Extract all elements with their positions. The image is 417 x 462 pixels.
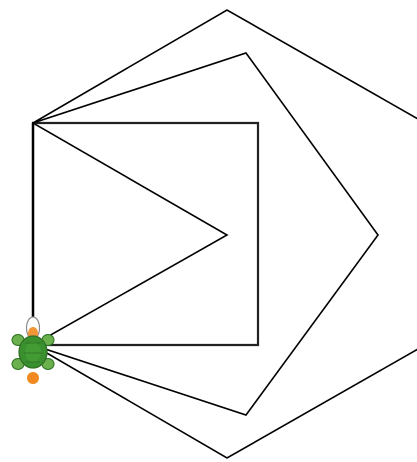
pentagon-shape [33, 53, 378, 415]
triangle-shape [33, 123, 227, 345]
